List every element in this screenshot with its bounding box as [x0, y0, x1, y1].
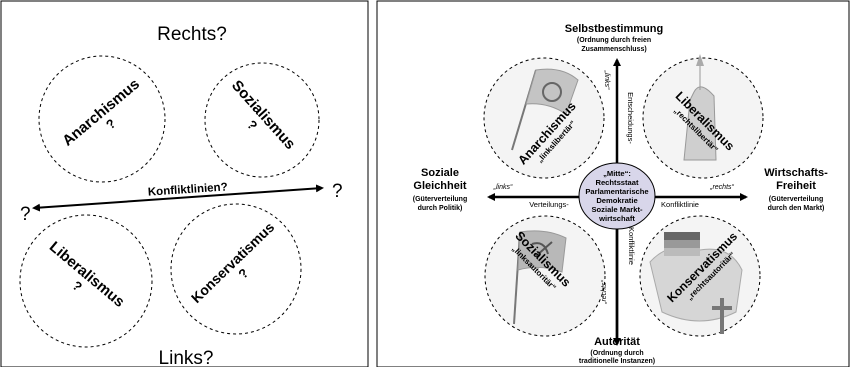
autoritaet-sub-2: traditionelle Instanzen) [579, 358, 655, 365]
torch-icon [696, 54, 704, 66]
circle-liberalismus [19, 214, 153, 348]
circle-sozialismus [204, 62, 320, 178]
hammer-sickle-icon [531, 241, 553, 257]
rechts-question-label: Rechts? [157, 24, 227, 45]
flag-stripe-red [664, 240, 700, 248]
quadrant-anarchismus [483, 57, 605, 179]
autoritaet-title: Autorität [594, 336, 640, 348]
wirtschafts-title-1: Wirtschafts- [764, 167, 828, 179]
center-line-5: Soziale Markt- [591, 205, 643, 214]
konfliktlinien-arrow [32, 184, 324, 212]
left-question-mark: ? [20, 204, 31, 225]
axis-entscheidungs: Entscheidungs- [626, 92, 635, 144]
selbstbestimmung-sub-2: Zusammenschluss) [581, 46, 646, 53]
axis-links-top: „links“ [603, 70, 610, 90]
selbstbestimmung-sub-1: (Ordnung durch freien [577, 37, 651, 44]
center-line-4: Demokratie [596, 196, 637, 205]
center-mitte-circle [578, 162, 656, 230]
anarchy-flag-icon [525, 68, 579, 115]
flag-stripe-gold [664, 248, 700, 256]
wirtschafts-sub-1: (Güterverteilung [769, 196, 823, 203]
soziale-sub-1: (Güterverteilung [413, 196, 467, 203]
autoritaet-sub-1: (Ordnung durch [590, 350, 643, 357]
quadrant-liberalismus [642, 54, 764, 179]
right-question-mark: ? [332, 181, 343, 202]
soziale-title-2: Gleichheit [413, 180, 467, 192]
axis-links-left: „links“ [493, 184, 513, 191]
circle-konservatismus [170, 203, 302, 335]
quadrant-sozialismus [484, 215, 606, 337]
axis-verteilungs: Verteilungs- [529, 200, 569, 209]
wirtschafts-title-2: Freiheit [776, 180, 816, 192]
statue-of-liberty-icon [683, 66, 717, 161]
links-question-label: Links? [159, 348, 214, 367]
center-line-6: wirtschaft [598, 214, 635, 223]
left-panel-frame [0, 0, 369, 367]
axis-konfliktlinie-vertical: Konfliktlinie [627, 227, 636, 265]
axis-konfliktlinie-horizontal: Konfliktlinie [661, 200, 699, 209]
center-line-1: „Mitte“: [603, 169, 631, 178]
center-line-2: Rechtsstaat [595, 178, 639, 187]
anarchy-a-icon [542, 82, 562, 102]
cross-icon [712, 298, 732, 334]
left-panel: Rechts? Links? Konfliktlinien? ? ? Anarc… [0, 0, 369, 367]
selbstbestimmung-title: Selbstbestimmung [565, 23, 663, 35]
quadrant-konservatismus [639, 215, 761, 337]
konfliktlinien-label: Konfliktlinien? [148, 181, 228, 198]
soziale-title-1: Soziale [421, 167, 459, 179]
circle-anarchismus [38, 55, 166, 183]
center-mitte-text: „Mitte“: Rechtsstaat Parlamentarische De… [585, 169, 648, 223]
right-panel: „Mitte“: Rechtsstaat Parlamentarische De… [376, 0, 850, 367]
soziale-sub-2: durch Politik) [418, 205, 463, 212]
center-line-3: Parlamentarische [585, 187, 648, 196]
axis-rechts-bottom: „rechts“ [601, 279, 608, 304]
axis-rechts-right: „rechts“ [709, 184, 734, 191]
wirtschafts-sub-2: durch den Markt) [768, 205, 825, 212]
flag-stripe-black [664, 232, 700, 240]
